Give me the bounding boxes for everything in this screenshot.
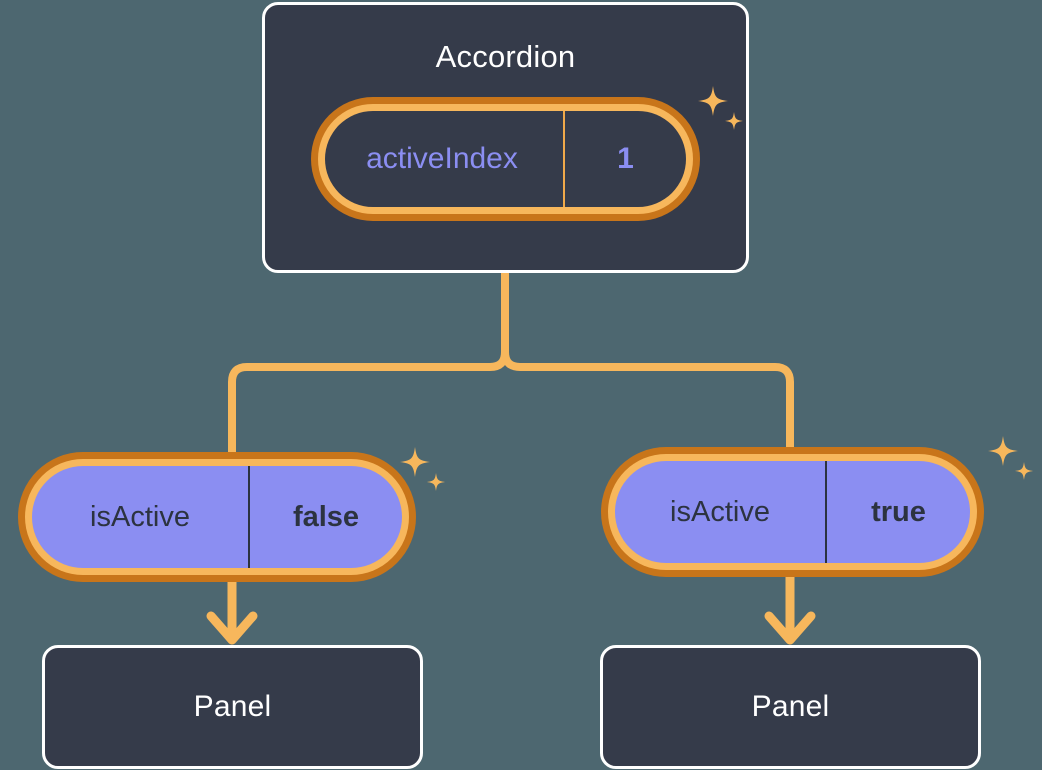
arrow-down-icon-left bbox=[206, 582, 258, 645]
pill-ring: activeIndex 1 bbox=[318, 104, 693, 214]
state-key-label: activeIndex bbox=[325, 111, 565, 207]
connector-branch-left bbox=[228, 348, 509, 459]
panel-title: Panel bbox=[193, 690, 272, 723]
state-pill-active-index[interactable]: activeIndex 1 bbox=[311, 97, 700, 221]
panel-title: Panel bbox=[751, 690, 830, 723]
component-card-panel-right[interactable]: Panel bbox=[600, 645, 981, 769]
pill-body: activeIndex 1 bbox=[325, 111, 686, 207]
page-title: Accordion bbox=[435, 39, 576, 74]
pill-body: isActive false bbox=[32, 466, 402, 568]
pill-body: isActive true bbox=[615, 461, 970, 563]
prop-value-label: true bbox=[871, 495, 926, 528]
connector-branch-right bbox=[501, 348, 794, 454]
component-card-panel-left[interactable]: Panel bbox=[42, 645, 423, 769]
prop-value-label: false bbox=[292, 500, 360, 533]
prop-key-label: isActive bbox=[32, 466, 250, 568]
pill-ring: isActive false bbox=[25, 459, 409, 575]
state-value-label: 1 bbox=[617, 142, 634, 175]
prop-key-label: isActive bbox=[615, 461, 827, 563]
arrow-down-icon-right bbox=[764, 577, 816, 645]
prop-pill-is-active-false[interactable]: isActive false bbox=[18, 452, 416, 582]
sparkles-icon bbox=[988, 436, 1033, 480]
pill-ring: isActive true bbox=[608, 454, 977, 570]
prop-pill-is-active-true[interactable]: isActive true bbox=[601, 447, 984, 577]
